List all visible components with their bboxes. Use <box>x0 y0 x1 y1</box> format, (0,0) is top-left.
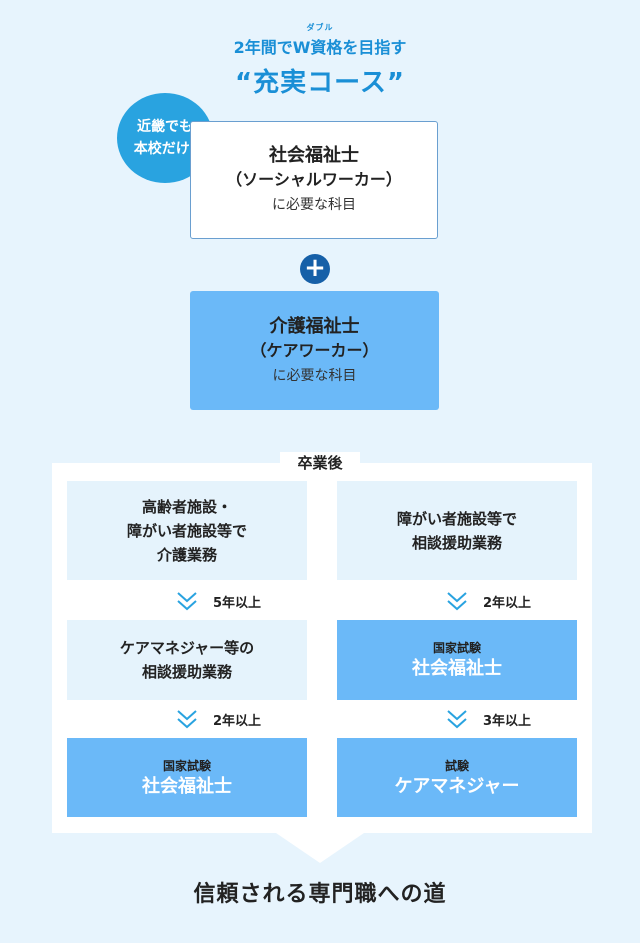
double-chevron-down-icon <box>177 592 197 611</box>
box2-title: 介護福祉士 <box>269 315 360 337</box>
right-job1-line1: 障がい者施設等で <box>396 509 517 528</box>
left-job1-line1: 高齢者施設・ <box>141 497 232 516</box>
left-job1-box: 高齢者施設・ 障がい者施設等で 介護業務 <box>67 481 307 580</box>
care-worker-box: 介護福祉士 （ケアワーカー） に必要な科目 <box>190 291 439 410</box>
right-result1-small: 国家試験 <box>432 641 481 655</box>
badge-line1: 近畿でも <box>137 119 193 135</box>
box1-title: 社会福祉士 <box>269 145 359 166</box>
left-result-small: 国家試験 <box>162 758 211 773</box>
left-result-big: 社会福祉士 <box>142 775 232 797</box>
left-job2-line2: 相談援助業務 <box>141 663 232 681</box>
left-job2-line1: ケアマネジャー等の <box>119 639 255 657</box>
box2-subtitle: （ケアワーカー） <box>250 340 379 360</box>
right-result2-big: ケアマネジャー <box>394 775 520 797</box>
right-result1-box: 国家試験 社会福祉士 <box>337 620 577 700</box>
ruby-text: ダブル <box>306 23 334 32</box>
right-job1-line2: 相談援助業務 <box>411 533 502 552</box>
left-step2: 2年以上 <box>175 707 261 731</box>
right-step2-label: 3年以上 <box>483 713 532 729</box>
right-result1-big: 社会福祉士 <box>412 658 502 679</box>
right-result2-small: 試験 <box>444 758 469 773</box>
box2-note: に必要な科目 <box>272 367 357 384</box>
left-job1-line3: 介護業務 <box>156 545 217 564</box>
plus-icon: + <box>300 254 330 284</box>
right-result2-box: 試験 ケアマネジャー <box>337 738 577 817</box>
down-arrow-icon <box>276 833 364 863</box>
right-job1-box: 障がい者施設等で 相談援助業務 <box>337 481 577 580</box>
social-worker-box: 社会福祉士 （ソーシャルワーカー） に必要な科目 <box>190 121 438 239</box>
right-step2: 3年以上 <box>445 707 531 731</box>
badge-line2: 本校だけ! <box>133 141 197 157</box>
double-chevron-down-icon <box>447 710 467 729</box>
box1-note: に必要な科目 <box>272 197 356 213</box>
left-job1-line2: 障がい者施設等で <box>126 521 247 540</box>
left-step1: 5年以上 <box>175 589 261 613</box>
course-title: “充実コース” <box>235 68 405 98</box>
double-chevron-down-icon <box>447 592 467 611</box>
left-result-box: 国家試験 社会福祉士 <box>67 738 307 817</box>
box1-subtitle: （ソーシャルワーカー） <box>226 170 402 189</box>
right-step1-label: 2年以上 <box>483 595 532 611</box>
left-step1-label: 5年以上 <box>213 595 262 611</box>
double-chevron-down-icon <box>177 710 197 729</box>
headline: 2年間でW資格を目指す <box>233 38 407 57</box>
after-graduation-title: 卒業後 <box>280 452 360 474</box>
left-job2-box: ケアマネジャー等の 相談援助業務 <box>67 620 307 700</box>
left-step2-label: 2年以上 <box>213 713 262 729</box>
right-step1: 2年以上 <box>445 589 531 613</box>
footer-title: 信頼される専門職への道 <box>193 882 447 907</box>
